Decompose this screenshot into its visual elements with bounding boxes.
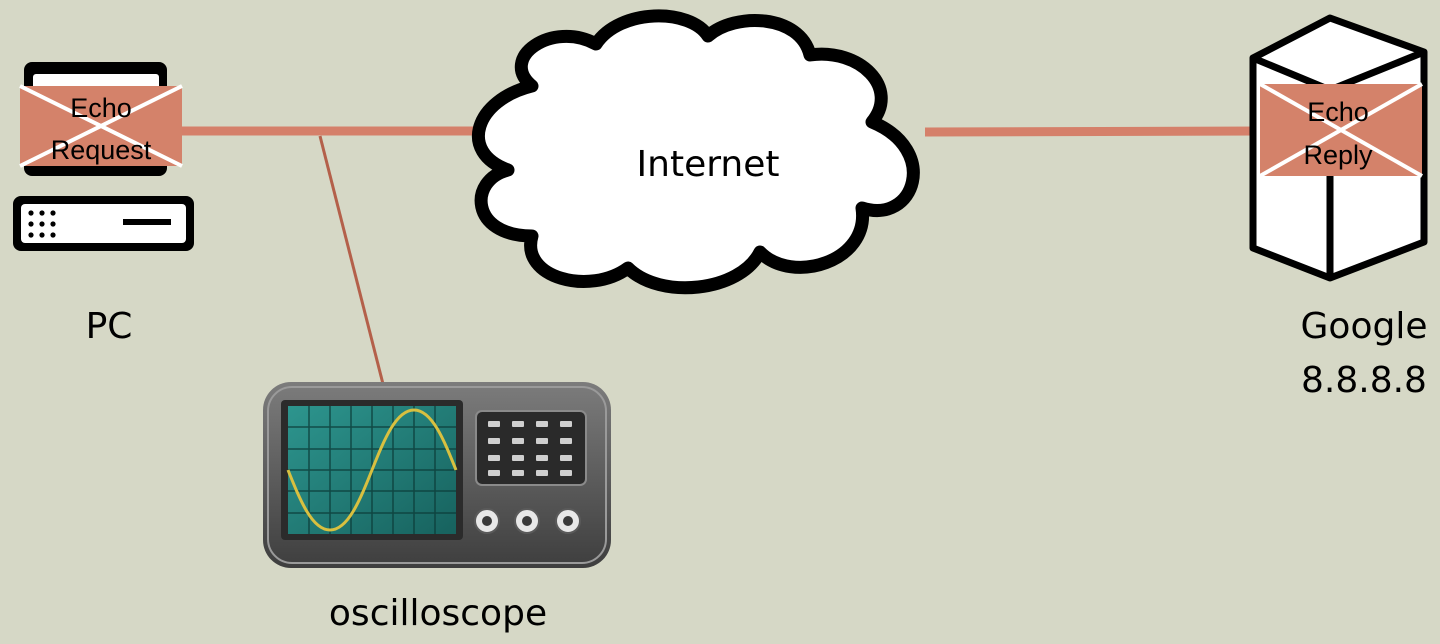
echo-reply-line2: Reply xyxy=(1303,140,1373,170)
echo-request-line2: Request xyxy=(51,135,152,165)
link-internet-google xyxy=(924,126,1263,137)
echo-reply-envelope-icon: Echo Reply xyxy=(1259,82,1423,178)
desktop-unit-icon xyxy=(13,196,194,251)
cloud-icon xyxy=(472,9,920,295)
echo-reply-line1: Echo xyxy=(1307,97,1369,127)
oscilloscope-label: oscilloscope xyxy=(329,593,547,634)
echo-request-line1: Echo xyxy=(70,93,132,123)
probe-cable xyxy=(318,135,385,385)
echo-request-envelope-icon: Echo Request xyxy=(19,84,183,168)
google-label: Google xyxy=(1301,306,1428,347)
internet-label: Internet xyxy=(637,144,780,185)
pc-label: PC xyxy=(86,306,133,347)
google-ip-label: 8.8.8.8 xyxy=(1301,360,1427,401)
oscilloscope-icon xyxy=(263,382,611,568)
